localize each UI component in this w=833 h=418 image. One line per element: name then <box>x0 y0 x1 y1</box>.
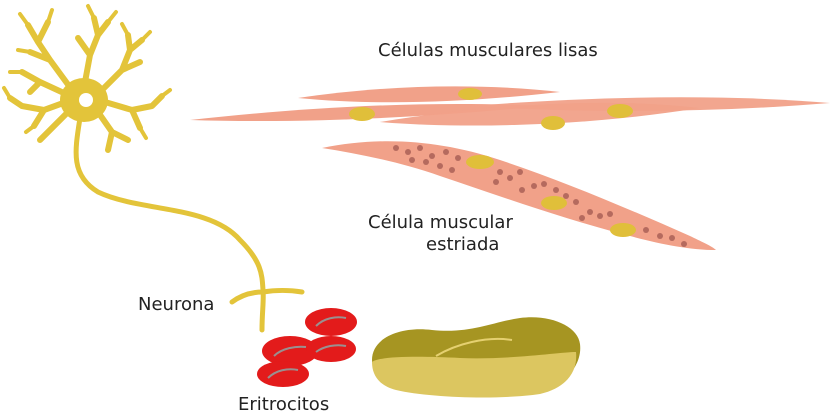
erythrocyte <box>305 308 357 336</box>
olive-cell-bottom <box>372 352 576 397</box>
neuron <box>4 6 302 330</box>
erythrocytes <box>257 308 357 387</box>
smooth-muscle-cells <box>190 86 830 130</box>
neuron-dendrites <box>4 6 170 150</box>
striated-muscle-nucleus <box>541 196 567 210</box>
smooth-muscle-nucleus <box>458 88 482 100</box>
smooth-muscle-label: Células musculares lisas <box>378 40 598 62</box>
axon-terminal <box>232 291 302 303</box>
smooth-muscle-nucleus <box>541 116 565 130</box>
striated-muscle-nucleus <box>466 155 494 169</box>
striated-muscle-label-line2: estriada <box>426 234 499 256</box>
olive-cell <box>372 317 580 397</box>
erythrocyte <box>306 336 356 362</box>
smooth-muscle-nucleus <box>349 107 375 121</box>
striated-muscle-nucleus <box>610 223 636 237</box>
smooth-muscle-cell <box>298 86 560 102</box>
smooth-muscle-nucleus <box>607 104 633 118</box>
striated-muscle-label-line1: Célula muscular <box>368 212 513 234</box>
neuron-label: Neurona <box>138 294 214 316</box>
neuron-nucleus <box>79 93 93 107</box>
erythrocyte <box>257 361 309 387</box>
